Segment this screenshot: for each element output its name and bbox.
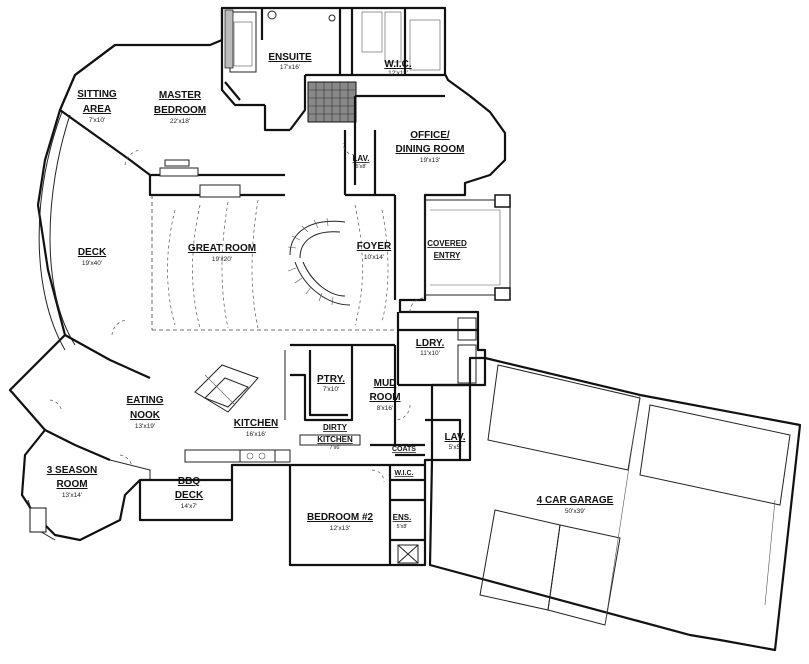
deck-dim: 19'x40' [82, 260, 102, 267]
kitchen-label: KITCHEN [234, 418, 278, 429]
covered-entry-label-2: ENTRY [434, 251, 461, 260]
kitchen-island [194, 364, 259, 413]
bedroom2-label: BEDROOM #2 [307, 512, 374, 523]
three-season-dim: 13'x14' [62, 492, 82, 499]
room-labels: ENSUITE 17'x16' W.I.C. 12'x11' SITTING A… [47, 52, 614, 532]
dirty-kitchen-label-1: DIRTY [323, 423, 348, 432]
deck-label: DECK [78, 247, 107, 258]
bbq-deck-label-2: DECK [175, 490, 204, 501]
ensuite-dim: 17'x16' [280, 64, 300, 71]
lav-upper-label: LAV. [353, 154, 370, 163]
dirty-kitchen-dim: 7'x6' [330, 445, 341, 451]
ensuite2-dim: 5'x8' [397, 524, 408, 530]
wic-master-label: W.I.C. [384, 59, 411, 70]
fireplace-lower [199, 184, 241, 198]
eating-nook-label-2: NOOK [130, 410, 161, 421]
bedroom2-dim: 12'x13' [330, 525, 350, 532]
three-season-label-1: 3 SEASON [47, 465, 98, 476]
pantry-label: PTRY. [317, 374, 345, 385]
bbq-deck-dim: 14'x7' [181, 503, 198, 510]
sitting-area-dim: 7'x10' [89, 117, 106, 124]
three-season-label-2: ROOM [56, 479, 87, 490]
laundry-label: LDRY. [416, 338, 445, 349]
wic-master-dim: 12'x11' [388, 70, 408, 77]
great-room-dim: 19'x20' [212, 256, 232, 263]
eating-nook-label-1: EATING [126, 395, 163, 406]
foyer-dim: 10'x14' [364, 254, 384, 261]
lav-upper-dim: 5'x8' [356, 164, 367, 170]
fireplace-upper [159, 167, 199, 177]
spiral-staircase [287, 217, 351, 306]
master-bedroom-dim: 22'x18' [170, 118, 190, 125]
coats-label: COATS [392, 446, 416, 453]
ensuite2-label: ENS. [393, 513, 412, 522]
wic-bedroom-label: W.I.C. [394, 470, 413, 477]
covered-entry-label-1: COVERED [427, 239, 467, 248]
master-bedroom-label-2: BEDROOM [154, 105, 206, 116]
great-room-label: GREAT ROOM [188, 243, 256, 254]
mud-room-label-1: MUD [374, 378, 397, 389]
lav-lower-dim: 5'x5' [449, 444, 462, 451]
mud-room-label-2: ROOM [369, 392, 400, 403]
ensuite-label: ENSUITE [268, 52, 312, 63]
pantry-dim: 7'x10' [323, 386, 340, 393]
sitting-area-label-1: SITTING [77, 89, 117, 100]
kitchen-dim: 16'x16' [246, 431, 266, 438]
bbq-deck-label-1: BBQ [178, 476, 200, 487]
laundry-dim: 11'x10' [420, 350, 440, 357]
lav-lower-label: LAV. [444, 432, 465, 443]
mud-room-dim: 8'x16' [377, 405, 394, 412]
interior-walls [27, 8, 511, 565]
dirty-kitchen-label-2: KITCHEN [317, 435, 353, 444]
garage-dim: 50'x39' [565, 508, 585, 515]
eating-nook-dim: 13'x19' [135, 423, 155, 430]
tiled-shower [307, 81, 357, 123]
office-label-2: DINING ROOM [396, 144, 465, 155]
office-label-1: OFFICE/ [410, 130, 450, 141]
master-bedroom-label-1: MASTER [159, 90, 202, 101]
exterior-walls [8, 6, 802, 652]
foyer-label: FOYER [357, 241, 392, 252]
office-dim: 19'x13' [420, 157, 440, 164]
sitting-area-label-2: AREA [83, 104, 111, 115]
garage-label: 4 CAR GARAGE [537, 495, 614, 506]
